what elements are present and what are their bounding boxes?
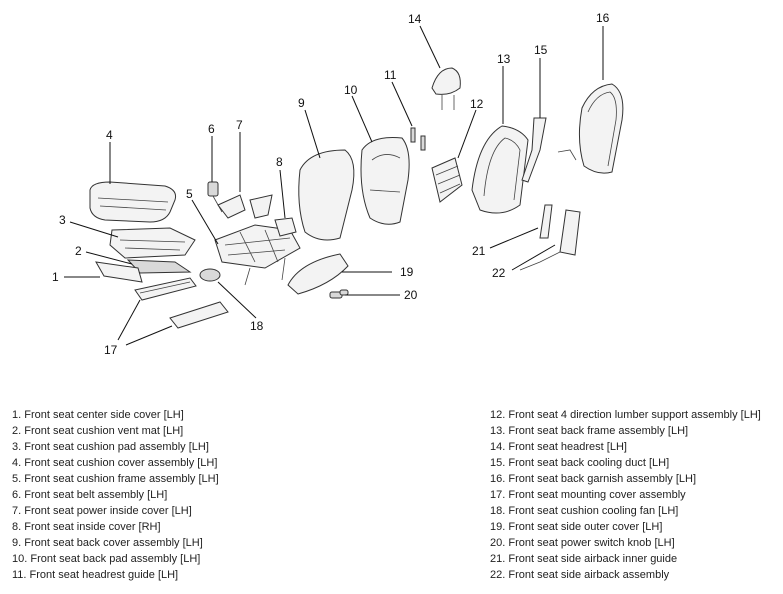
back-pad-drawing — [360, 137, 410, 225]
seat-belt-drawing — [207, 181, 223, 213]
callout-1: 1 — [52, 270, 59, 284]
back-cover-drawing — [298, 149, 355, 241]
callout-18: 18 — [250, 319, 264, 333]
legend-item: 20. Front seat power switch knob [LH] — [490, 537, 675, 549]
headrest-drawing — [431, 67, 461, 110]
airbag-inner-guide-drawing — [539, 204, 553, 239]
legend-item: 7. Front seat power inside cover [LH] — [12, 505, 192, 517]
cushion-pad-drawing — [109, 227, 196, 259]
legend-item: 16. Front seat back garnish assembly [LH… — [490, 473, 697, 485]
center-side-cover-drawing — [95, 261, 143, 283]
legend-item: 6. Front seat belt assembly [LH] — [12, 489, 168, 501]
headrest-guide-drawing — [410, 127, 426, 151]
callout-5: 5 — [186, 187, 193, 201]
callout-9: 9 — [298, 96, 305, 110]
callout-15: 15 — [534, 43, 548, 57]
power-switch-knob-drawing — [329, 289, 349, 299]
cushion-cooling-fan-drawing — [199, 268, 221, 282]
callout-8: 8 — [276, 155, 283, 169]
callout-4: 4 — [106, 128, 113, 142]
callout-10: 10 — [344, 83, 358, 97]
callout-19: 19 — [400, 265, 414, 279]
callout-2: 2 — [75, 244, 82, 258]
callout-11: 11 — [384, 68, 397, 82]
back-garnish-drawing — [557, 83, 624, 174]
callout-3: 3 — [59, 213, 66, 227]
legend-item: 21. Front seat side airback inner guide — [490, 553, 678, 565]
callout-14: 14 — [408, 12, 422, 26]
legend-item: 2. Front seat cushion vent mat [LH] — [12, 425, 184, 437]
callout-12: 12 — [470, 97, 484, 111]
legend-item: 3. Front seat cushion pad assembly [LH] — [12, 441, 209, 453]
legend-item: 8. Front seat inside cover [RH] — [12, 521, 161, 533]
legend-item: 1. Front seat center side cover [LH] — [12, 409, 184, 421]
legend-item: 14. Front seat headrest [LH] — [490, 441, 627, 453]
callout-17: 17 — [104, 343, 118, 357]
callout-13: 13 — [497, 52, 511, 66]
back-frame-drawing — [471, 125, 529, 214]
exploded-seat-diagram: 1 2 3 4 5 6 7 8 9 10 11 12 13 14 15 16 1… — [52, 11, 624, 357]
legend-item: 12. Front seat 4 direction lumber suppor… — [490, 409, 761, 421]
callout-22: 22 — [492, 266, 506, 280]
cooling-duct-drawing — [521, 117, 547, 183]
legend-item: 11. Front seat headrest guide [LH] — [12, 569, 179, 581]
mounting-cover-drawing — [134, 277, 229, 329]
legend-item: 19. Front seat side outer cover [LH] — [490, 521, 663, 533]
legend-item: 10. Front seat back pad assembly [LH] — [12, 553, 201, 565]
callout-labels: 1 2 3 4 5 6 7 8 9 10 11 12 13 14 15 16 1… — [52, 11, 610, 357]
legend-item: 15. Front seat back cooling duct [LH] — [490, 457, 670, 469]
side-airbag-drawing — [519, 209, 581, 271]
cushion-frame-drawing — [214, 224, 301, 286]
cushion-cover-drawing — [89, 181, 176, 223]
parts-legend-left: 1. Front seat center side cover [LH] 2. … — [12, 407, 219, 583]
legend-item: 5. Front seat cushion frame assembly [LH… — [12, 473, 219, 485]
legend-item: 22. Front seat side airback assembly — [490, 569, 670, 581]
callout-20: 20 — [404, 288, 418, 302]
callout-6: 6 — [208, 122, 215, 136]
leader-lines — [64, 25, 604, 346]
legend-item: 9. Front seat back cover assembly [LH] — [12, 537, 203, 549]
parts-legend-right: 12. Front seat 4 direction lumber suppor… — [490, 407, 761, 583]
legend-item: 17. Front seat mounting cover assembly — [490, 489, 686, 501]
inside-cover-drawing — [249, 194, 297, 237]
legend-item: 4. Front seat cushion cover assembly [LH… — [12, 457, 218, 469]
legend-item: 18. Front seat cushion cooling fan [LH] — [490, 505, 679, 517]
side-outer-cover-drawing — [287, 253, 349, 295]
callout-7: 7 — [236, 118, 243, 132]
legend-item: 13. Front seat back frame assembly [LH] — [490, 425, 689, 437]
power-inside-cover-drawing — [217, 194, 246, 219]
callout-16: 16 — [596, 11, 610, 25]
lumbar-support-drawing — [431, 157, 463, 203]
callout-21: 21 — [472, 244, 486, 258]
